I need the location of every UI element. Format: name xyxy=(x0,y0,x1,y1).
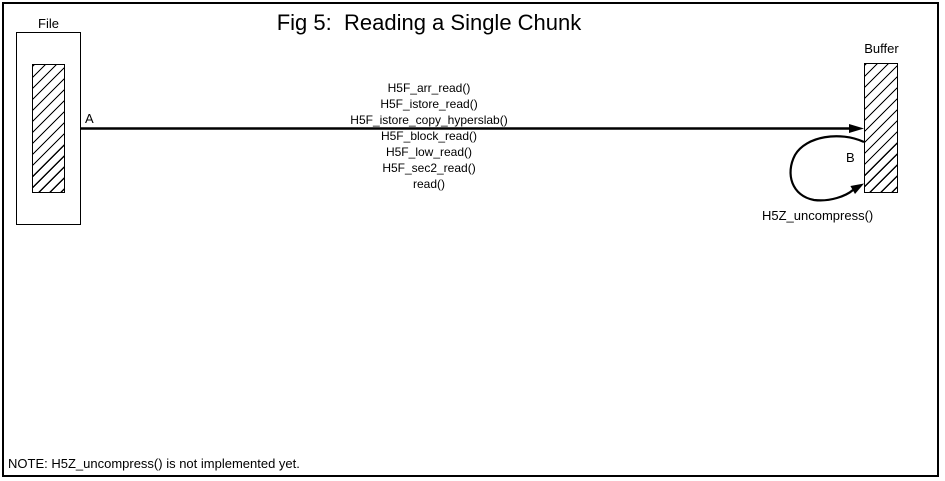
read-call-stack: H5F_arr_read() H5F_istore_read() H5F_ist… xyxy=(327,80,531,192)
file-chunk-hatched-rect xyxy=(32,64,65,193)
file-box xyxy=(16,32,81,225)
arrow-b-label: B xyxy=(846,150,855,165)
call-h5f-sec2-read: H5F_sec2_read() xyxy=(382,161,476,175)
buffer-label: Buffer xyxy=(864,41,899,56)
uncompress-function-label: H5Z_uncompress() xyxy=(762,208,874,223)
note-text: NOTE: H5Z_uncompress() is not implemente… xyxy=(8,456,300,471)
call-h5f-istore-copy-hyperslab: H5F_istore_copy_hyperslab() xyxy=(350,113,508,127)
call-h5f-low-read: H5F_low_read() xyxy=(385,145,473,159)
file-label: File xyxy=(38,16,59,31)
figure-border xyxy=(2,2,939,477)
buffer-hatched-rect xyxy=(864,63,898,193)
arrow-a-label: A xyxy=(85,111,94,126)
call-read: read() xyxy=(412,177,445,191)
call-h5f-block-read: H5F_block_read() xyxy=(380,129,478,143)
call-h5f-arr-read: H5F_arr_read() xyxy=(387,81,471,95)
call-h5f-istore-read: H5F_istore_read() xyxy=(380,97,478,111)
figure-title: Fig 5: Reading a Single Chunk xyxy=(276,10,582,35)
